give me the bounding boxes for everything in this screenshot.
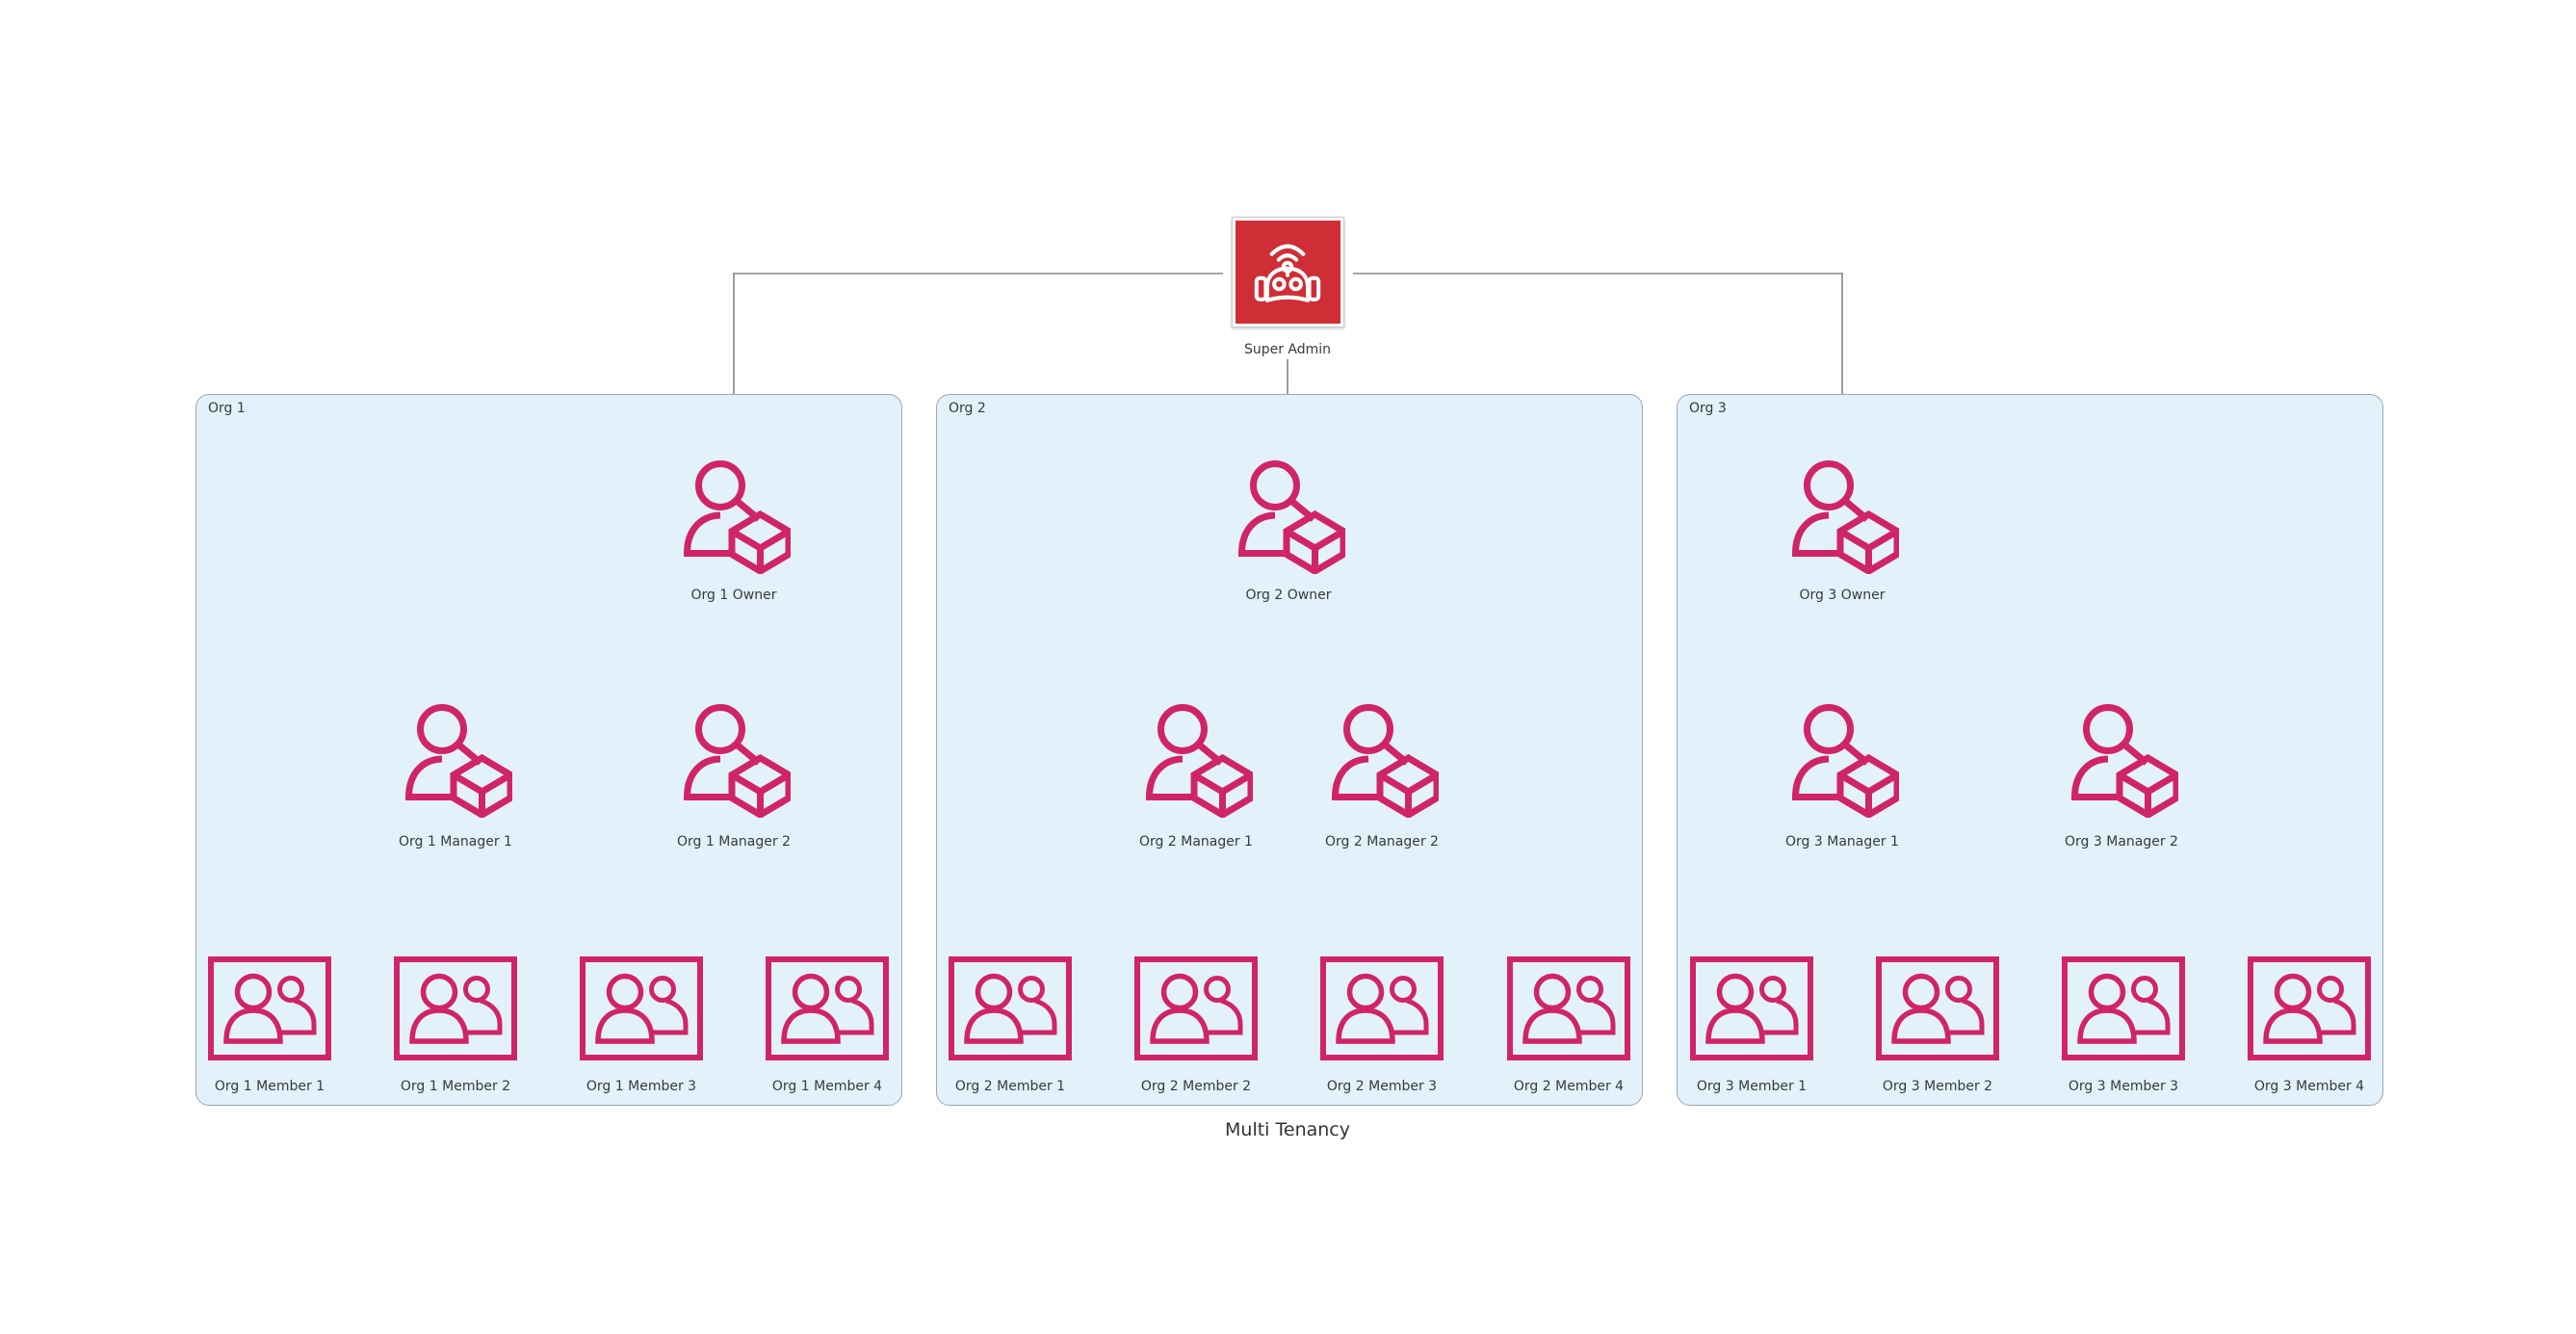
org2-member1-node: Org 2 Member 1	[924, 956, 1097, 1096]
org-2-cluster-label: Org 2	[949, 401, 986, 416]
super-admin-label: Super Admin	[1243, 342, 1332, 357]
org1-member2-label: Org 1 Member 2	[400, 1079, 511, 1094]
org1-manager1-node: Org 1 Manager 1	[369, 704, 542, 851]
user-group-frame-icon	[394, 956, 517, 1060]
user-group-frame-icon	[208, 956, 331, 1060]
org3-member4-node: Org 3 Member 4	[2223, 956, 2396, 1096]
org3-member1-label: Org 3 Member 1	[1696, 1079, 1808, 1094]
person-with-cube-icon	[1139, 704, 1253, 818]
robot-icon	[1241, 226, 1334, 319]
org1-owner-label: Org 1 Owner	[690, 588, 777, 603]
org2-member2-label: Org 2 Member 2	[1140, 1079, 1252, 1094]
org2-manager2-label: Org 2 Manager 2	[1325, 834, 1439, 850]
user-group-frame-icon	[1320, 956, 1444, 1060]
org3-manager1-node: Org 3 Manager 1	[1756, 704, 1929, 851]
person-with-cube-icon	[1785, 460, 1899, 574]
org3-member3-node: Org 3 Member 3	[2037, 956, 2210, 1096]
user-group-frame-icon	[580, 956, 703, 1060]
org1-member1-label: Org 1 Member 1	[214, 1079, 325, 1094]
org3-member4-label: Org 3 Member 4	[2253, 1079, 2365, 1094]
user-group-frame-icon	[2062, 956, 2185, 1060]
person-with-cube-icon	[399, 704, 512, 818]
person-with-cube-icon	[677, 704, 791, 818]
user-group-frame-icon	[1690, 956, 1813, 1060]
org3-owner-label: Org 3 Owner	[1799, 588, 1886, 603]
org1-member3-label: Org 1 Member 3	[585, 1079, 697, 1094]
org1-member4-label: Org 1 Member 4	[771, 1079, 883, 1094]
user-group-frame-icon	[766, 956, 889, 1060]
org-3-cluster-label: Org 3	[1689, 401, 1727, 416]
org1-manager1-label: Org 1 Manager 1	[399, 834, 512, 850]
org1-manager2-node: Org 1 Manager 2	[647, 704, 820, 851]
org2-member4-label: Org 2 Member 4	[1513, 1079, 1625, 1094]
person-with-cube-icon	[677, 460, 791, 574]
org2-member4-node: Org 2 Member 4	[1482, 956, 1655, 1096]
user-group-frame-icon	[1134, 956, 1258, 1060]
person-with-cube-icon	[2065, 704, 2178, 818]
diagram-title: Multi Tenancy	[1225, 1119, 1350, 1140]
org1-owner-node: Org 1 Owner	[647, 460, 820, 605]
org-3-cluster: Org 3	[1677, 394, 2383, 1106]
org-1-cluster: Org 1	[195, 394, 902, 1106]
user-group-frame-icon	[2248, 956, 2371, 1060]
org3-owner-node: Org 3 Owner	[1756, 460, 1929, 605]
org2-manager1-node: Org 2 Manager 1	[1109, 704, 1283, 851]
super-admin-node: Super Admin	[1201, 217, 1374, 359]
person-with-cube-icon	[1325, 704, 1439, 818]
user-group-frame-icon	[1507, 956, 1630, 1060]
org3-member2-node: Org 3 Member 2	[1851, 956, 2024, 1096]
person-with-cube-icon	[1785, 704, 1899, 818]
person-with-cube-icon	[1232, 460, 1345, 574]
org-1-cluster-label: Org 1	[208, 401, 246, 416]
org2-member2-node: Org 2 Member 2	[1109, 956, 1283, 1096]
org3-member2-label: Org 3 Member 2	[1882, 1079, 1993, 1094]
org2-owner-node: Org 2 Owner	[1202, 460, 1375, 605]
super-admin-tile	[1231, 217, 1344, 327]
org3-member1-node: Org 3 Member 1	[1665, 956, 1838, 1096]
org1-manager2-label: Org 1 Manager 2	[677, 834, 791, 850]
org2-manager2-node: Org 2 Manager 2	[1295, 704, 1469, 851]
org1-member4-node: Org 1 Member 4	[741, 956, 914, 1096]
org3-member3-label: Org 3 Member 3	[2068, 1079, 2179, 1094]
org3-manager2-node: Org 3 Manager 2	[2035, 704, 2208, 851]
org2-owner-label: Org 2 Owner	[1245, 588, 1332, 603]
org2-member3-node: Org 2 Member 3	[1295, 956, 1469, 1096]
org1-member1-node: Org 1 Member 1	[183, 956, 356, 1096]
org2-member1-label: Org 2 Member 1	[954, 1079, 1066, 1094]
org1-member2-node: Org 1 Member 2	[369, 956, 542, 1096]
org2-manager1-label: Org 2 Manager 1	[1139, 834, 1253, 850]
org1-member3-node: Org 1 Member 3	[555, 956, 728, 1096]
org3-manager1-label: Org 3 Manager 1	[1785, 834, 1899, 850]
org-2-cluster: Org 2	[936, 394, 1643, 1106]
user-group-frame-icon	[949, 956, 1072, 1060]
org2-member3-label: Org 2 Member 3	[1326, 1079, 1438, 1094]
user-group-frame-icon	[1876, 956, 1999, 1060]
org3-manager2-label: Org 3 Manager 2	[2065, 834, 2178, 850]
